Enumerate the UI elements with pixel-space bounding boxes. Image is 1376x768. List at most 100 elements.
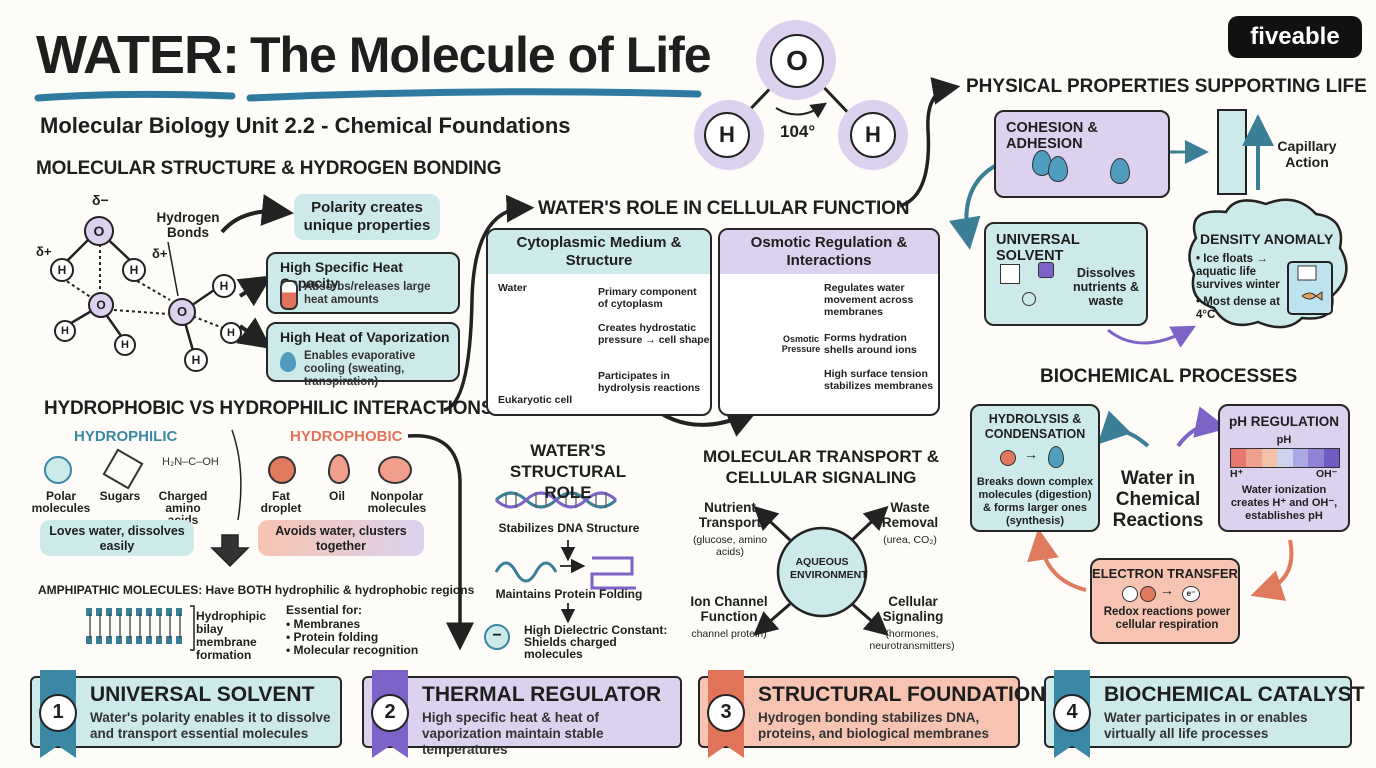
cytoplasm-card: Cytoplasmic Medium & Structure Water Euk… [486,228,712,416]
banner-text: Water's polarity enables it to dissolve … [90,710,331,741]
hydrogen-atom-1b: H [122,258,146,282]
hydrogen-atom-3b: H [184,348,208,372]
title-underline-2 [246,88,702,102]
cyto-item-1: Primary component of cytoplasm [598,286,697,310]
banner-number: 1 [39,694,77,732]
banner-number: 4 [1053,694,1091,732]
ph-swatch [1277,449,1293,467]
structural-heading: WATER'S STRUCTURAL ROLE [509,441,627,502]
hydrophobic-summary: Avoids water, clusters together [258,520,424,556]
banner-title: STRUCTURAL FOUNDATION [758,683,1046,706]
banner-title: BIOCHEMICAL CATALYST [1104,683,1365,706]
fiveable-logo: fiveable [1228,16,1362,58]
heat-capacity-text: Absorbs/releases large heat amounts [304,281,431,306]
waste-sub: (urea, CO₂) [883,534,937,546]
delta-plus-label-right: δ+ [152,246,168,261]
ion-sub: channel protein) [691,628,767,640]
solvent-title: UNIVERSAL SOLVENT [996,232,1080,264]
banner-number: 2 [371,694,409,732]
water-label: Water [498,282,527,294]
hydrophilic-label: HYDROPHILIC [74,428,178,445]
biochem-center: Water in Chemical Reactions [1112,468,1204,531]
essential-title: Essential for: [286,603,363,617]
osmotic-card: Osmotic Regulation & Interactions Osmoti… [718,228,940,416]
cytoplasm-title: Cytoplasmic Medium & Structure [488,230,710,274]
amphipathic-label: AMPHIPATHIC MOLECULES: Have BOTH hydroph… [38,583,475,597]
hydrophobic-label: HYDROPHOBIC [290,428,403,445]
page-subtitle: Molecular Biology Unit 2.2 - Chemical Fo… [40,113,571,138]
ph-title: pH REGULATION [1229,414,1339,429]
water-drop-icon [1048,446,1064,468]
header-hydrogen-right: H [850,112,896,158]
transport-heading: MOLECULAR TRANSPORT & CELLULAR SIGNALING [702,447,940,487]
aqueous-label: AQUEOUS ENVIRONMENT [790,556,868,581]
phobic-item-2: Oil [328,489,345,503]
hydrolysis-card: HYDROLYSIS & CONDENSATION → Breaks down … [970,404,1100,532]
hydrophilic-summary: Loves water, dissolves easily [40,520,194,556]
hydrogen-atom-1a: H [50,258,74,282]
banner-card [30,676,342,748]
vaporization-card: High Heat of Vaporization Enables evapor… [266,322,460,388]
heat-capacity-title: High Specific Heat Capacity [280,259,403,291]
dna-label: Stabilizes DNA Structure [498,521,640,535]
solute-icon [1038,262,1054,278]
page-title-main: WATER: [36,25,240,85]
ph-card: pH REGULATION pH H⁺ OH⁻ Water ionization… [1218,404,1350,532]
solvent-card: UNIVERSAL SOLVENT Dissolves nutrients & … [984,222,1148,326]
h-plus-label: H⁺ [1230,468,1244,480]
water-drop-icon [280,352,296,372]
hydrogen-bonds-label: Hydrogen Bonds [156,210,220,240]
oil-drop-icon [328,454,350,484]
oxygen-atom-3: O [168,298,196,326]
hydrogen-atom-2b: H [114,334,136,356]
dielectric-label: High Dielectric Constant: Shields charge… [524,623,668,661]
polar-molecule-icon [44,456,72,484]
biochem-heading: BIOCHEMICAL PROCESSES [1040,366,1298,387]
signal-sub: (hormones, neurotransmitters) [869,628,955,652]
hydrogen-atom-3a: H [212,274,236,298]
solvent-text: Dissolves nutrients & waste [1073,266,1139,308]
minus-charge-icon: − [484,624,510,650]
amino-acid-icon: H₂N–C–OH [162,456,219,468]
header-hydrogen-left: H [704,112,750,158]
osmo-item-1: Regulates water movement across membrane… [824,282,914,318]
header-oxygen-atom: O [770,34,824,88]
essential-item-1: • Membranes [286,617,361,631]
bilayer-graphic [86,605,195,651]
dna-helix-graphic [494,491,618,509]
electron-text: Redox reactions power cellular respirati… [1103,606,1231,631]
cyto-item-2: Creates hydrostatic pressure → cell shap… [598,322,710,346]
hydrogen-atom-3c: H [220,322,242,344]
hydrolysis-title: HYDROLYSIS & CONDENSATION [984,412,1086,441]
ph-swatch [1308,449,1324,467]
phobic-item-1: Fat droplet [260,489,302,515]
banner-title: UNIVERSAL SOLVENT [90,683,315,706]
electron-icon [1140,586,1156,602]
osmotic-pressure-label: Osmotic Pressure [781,334,821,354]
banner-text: High specific heat & heat of vaporizatio… [422,710,604,757]
protein-unfolded [494,561,558,583]
interactions-heading: HYDROPHOBIC VS HYDROPHILIC INTERACTIONS [44,398,494,419]
water-drop-icon [1110,158,1130,184]
delta-plus-label-left: δ+ [36,244,52,259]
osmo-item-3: High surface tension stabilizes membrane… [824,368,934,392]
vaporization-text: Enables evaporative cooling (sweating, t… [304,350,416,388]
ph-swatch [1261,449,1278,467]
hydrolysis-text: Breaks down complex molecules (digestion… [976,476,1094,527]
cyto-item-3: Participates in hydrolysis reactions [598,370,701,394]
nutrient-title: Nutrient Transport [698,500,762,530]
physical-heading: PHYSICAL PROPERTIES SUPPORTING LIFE [966,76,1367,97]
density-item-2: • Most dense at 4°C [1196,296,1280,321]
banner-text: Water participates in or enables virtual… [1104,710,1308,741]
cohesion-title: COHESION & ADHESION [1006,120,1098,152]
vaporization-title: High Heat of Vaporization [280,329,450,345]
oxygen-atom-2: O [88,292,114,318]
fat-droplet-icon [268,456,296,484]
right-arrow-icon: → [1160,582,1174,598]
capillary-label: Capillary Action [1277,138,1337,170]
essential-item-3: • Molecular recognition [286,643,419,657]
molecular-heading: MOLECULAR STRUCTURE & HYDROGEN BONDING [36,158,502,179]
ph-swatch [1323,449,1339,467]
title-underline-1 [34,90,236,102]
protein-label: Maintains Protein Folding [495,587,643,601]
